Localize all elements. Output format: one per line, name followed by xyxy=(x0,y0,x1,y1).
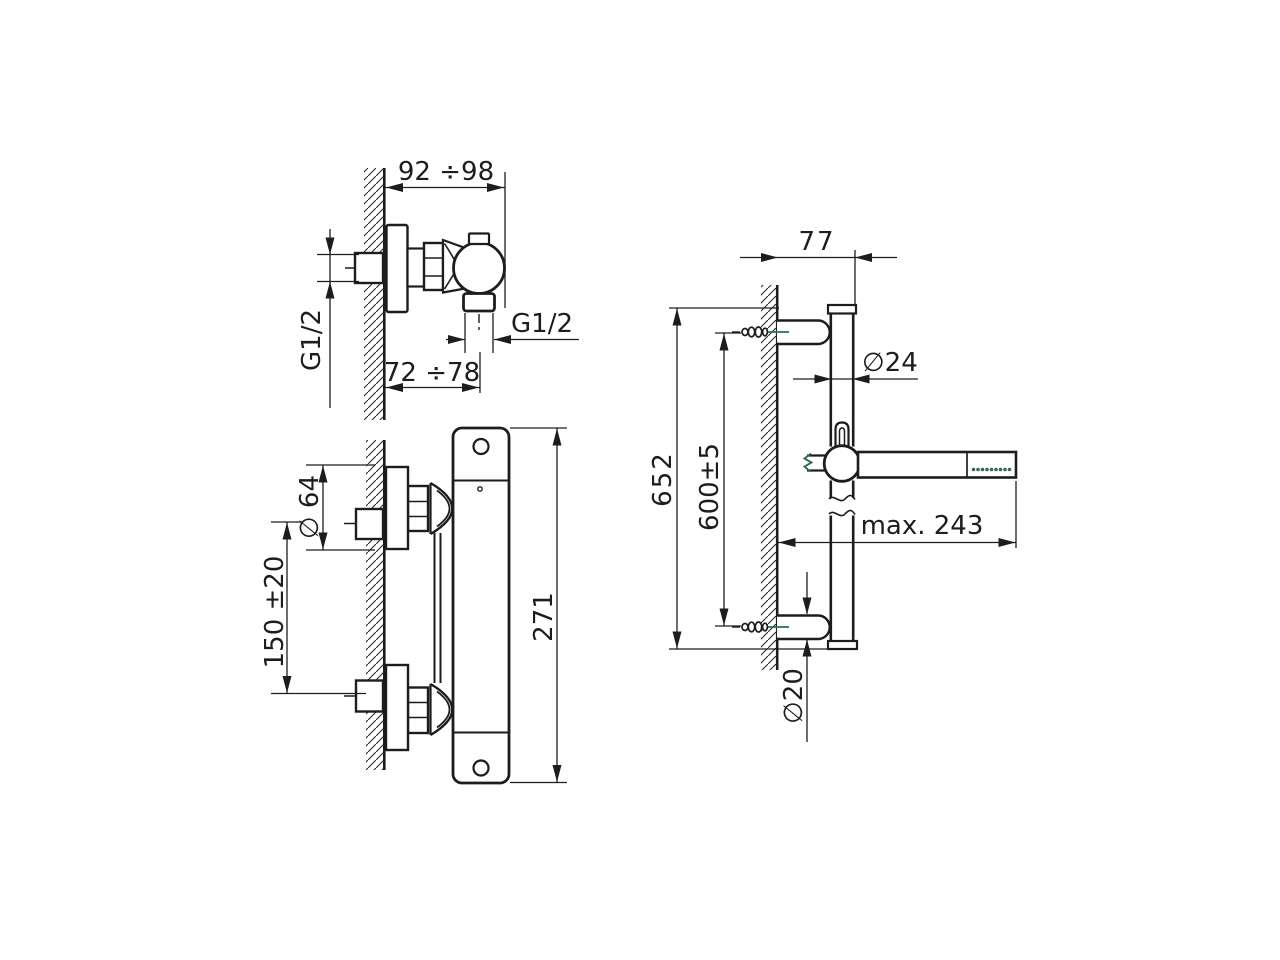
dimension-fixing-distance: 600±5 xyxy=(695,332,741,627)
dimension-rail-length: 652 xyxy=(648,307,857,650)
wall-flange-side xyxy=(385,223,409,314)
rail-bracket-top xyxy=(732,319,831,346)
supply-block-bottom xyxy=(354,679,385,713)
top-knob-front xyxy=(429,481,454,536)
mixer-front-view: ∅ 64 150 ±20 271 xyxy=(260,426,567,785)
dimension-outlet-thread: G1/2 xyxy=(446,309,579,353)
dim-label-flange-diameter: ∅ 64 xyxy=(295,475,325,539)
bottom-knob-front xyxy=(429,682,454,737)
fixing-screw-bottom xyxy=(741,622,749,632)
dim-label-supply-spacing: 150 ±20 xyxy=(260,556,290,669)
dimension-wall-to-handle: 92 ÷98 xyxy=(385,157,506,308)
dim-label-handshower-reach: max. 243 xyxy=(861,511,984,541)
dimension-handshower-reach: max. 243 xyxy=(778,481,1017,548)
handshower-slider xyxy=(802,421,1018,483)
wall-flange-top xyxy=(384,465,410,551)
hose-break-zigzag xyxy=(802,452,814,473)
union-nut-side xyxy=(422,241,445,292)
handshower-handle xyxy=(856,450,1018,479)
dimension-flange-diameter: ∅ 64 xyxy=(295,464,375,551)
supply-block-top xyxy=(354,507,385,541)
dim-label-wall-to-outlet: 72 ÷78 xyxy=(384,358,480,388)
mounting-hole-top xyxy=(472,437,490,456)
dim-label-bracket-depth: 77 xyxy=(798,227,835,257)
union-nut-top xyxy=(406,484,430,533)
mounting-hole-bottom xyxy=(472,759,490,777)
wall-hatch-front-view xyxy=(366,440,385,770)
fixing-screw-top xyxy=(741,327,749,337)
dimension-supply-thread: G1/2 xyxy=(297,229,359,408)
dim-label-outlet-thread: G1/2 xyxy=(511,309,573,339)
dim-label-fixing-distance: 600±5 xyxy=(695,443,725,531)
outlet-connector-side xyxy=(462,292,496,313)
index-dot xyxy=(477,486,483,492)
mixer-side-view: 92 ÷98 G1/2 72 ÷ xyxy=(297,157,579,420)
rail-break-line-lower xyxy=(828,509,856,517)
dim-label-rail-length: 652 xyxy=(648,451,678,507)
slider-knob xyxy=(822,444,862,483)
spray-face-dots xyxy=(971,467,1012,472)
dimension-body-length: 271 xyxy=(510,427,567,784)
dimension-bracket-tube-diameter: ∅20 xyxy=(779,572,812,742)
rail-break-line-upper xyxy=(828,494,856,502)
dim-label-rail-diameter: ∅24 xyxy=(862,348,918,378)
dimension-wall-to-outlet: 72 ÷78 xyxy=(384,352,481,393)
dimension-rail-diameter: ∅24 xyxy=(793,348,918,384)
rail-bottom-cap xyxy=(826,639,859,651)
dim-label-bracket-tube-diameter: ∅20 xyxy=(779,668,809,724)
slide-rail xyxy=(826,303,859,651)
connection-pipe-side xyxy=(406,247,426,288)
wall-hatch-rail-view xyxy=(761,285,778,670)
union-nut-bottom xyxy=(406,686,430,735)
dim-label-body-length: 271 xyxy=(529,592,559,642)
rail-bracket-bottom xyxy=(732,614,831,641)
dim-label-supply-thread: G1/2 xyxy=(297,309,327,371)
wall-hatch-side-view xyxy=(364,168,385,420)
knob-button-side xyxy=(467,232,491,246)
rail-top-cap xyxy=(826,303,858,315)
handle-knob-side xyxy=(452,241,506,295)
slider-lock-lever xyxy=(834,421,850,447)
supply-block-side xyxy=(353,251,385,285)
dim-label-wall-to-handle: 92 ÷98 xyxy=(398,157,494,187)
wall-flange-bottom xyxy=(384,663,410,752)
mixer-body xyxy=(451,426,511,785)
dimension-supply-spacing: 150 ±20 xyxy=(260,521,366,695)
shower-rail-side-view: 77 xyxy=(648,227,1018,742)
dimension-bracket-depth: 77 xyxy=(740,227,897,304)
